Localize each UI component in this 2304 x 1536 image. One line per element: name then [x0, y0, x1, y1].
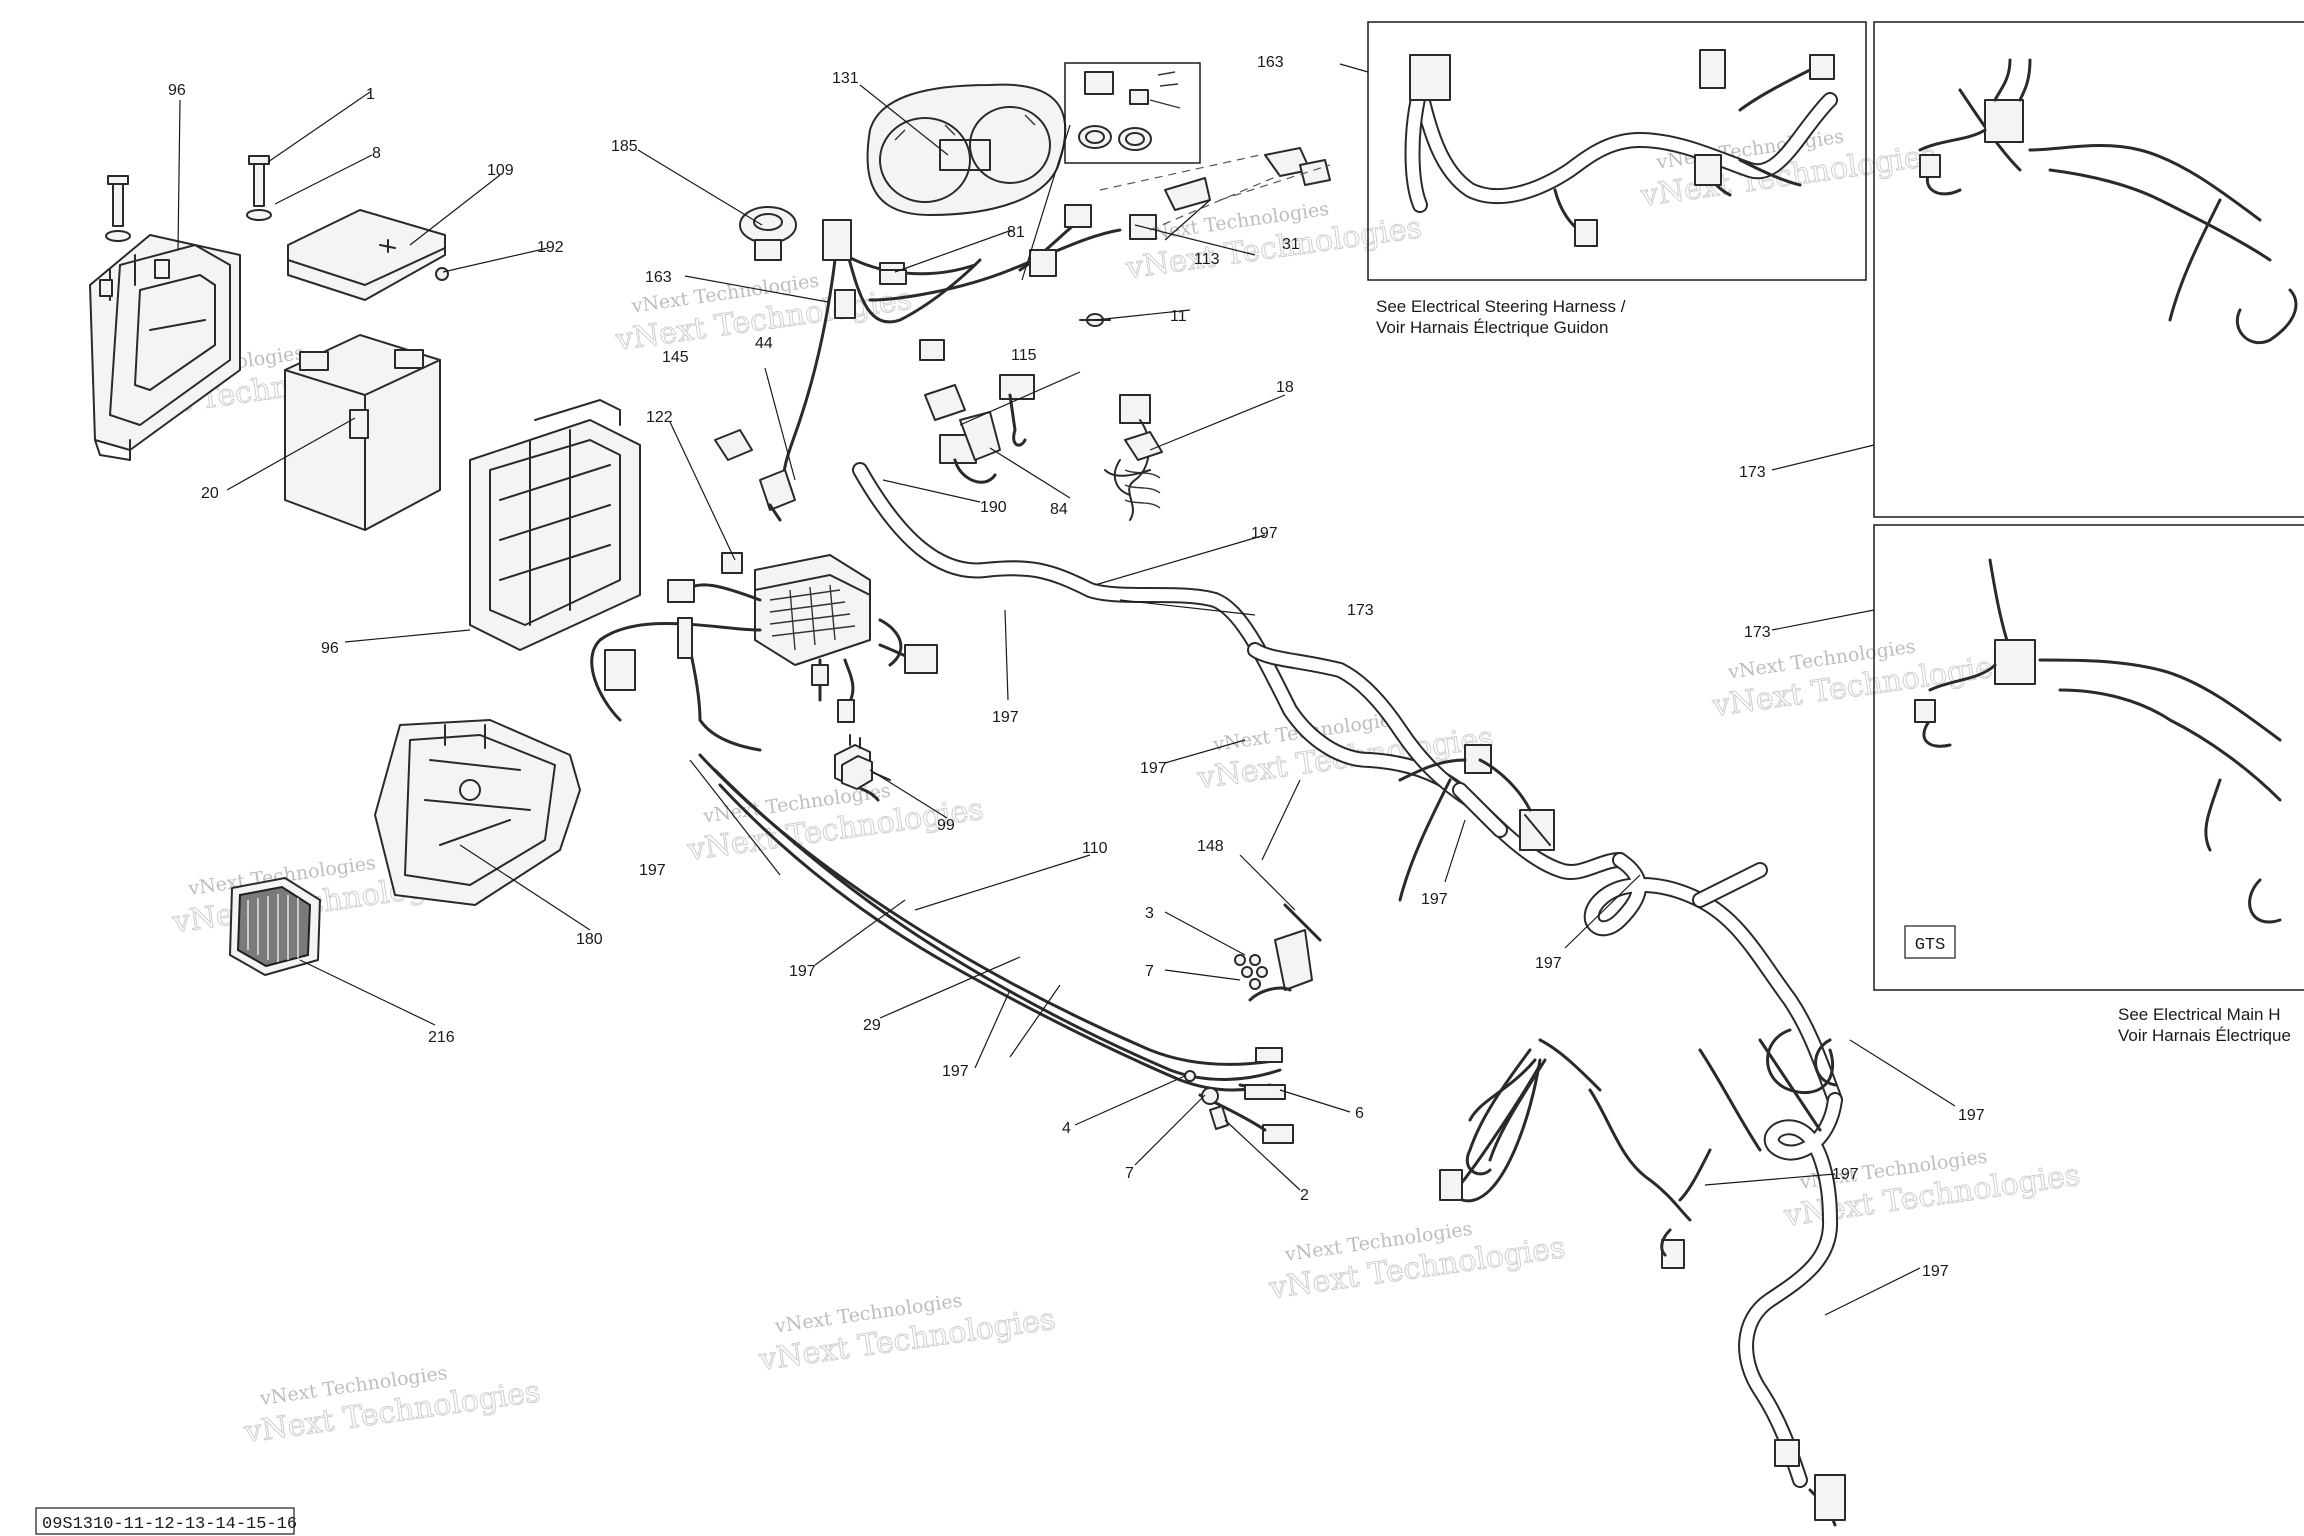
callout: 216	[428, 1029, 455, 1046]
main-note-line2: Voir Harnais Électrique	[2118, 1026, 2291, 1045]
callout: 99	[937, 817, 955, 834]
callout: 110	[1082, 840, 1108, 857]
callout: 197	[639, 862, 666, 879]
callout: 173	[1739, 464, 1766, 481]
callout: 185	[611, 138, 638, 155]
pressure-sensor	[841, 755, 891, 790]
steering-harness	[782, 147, 1331, 492]
fuse-box	[754, 554, 871, 666]
reference-code: 09S1310-11-12-13-14-15-16	[35, 1507, 297, 1535]
callout: 7	[1145, 963, 1154, 980]
main-note-line1: See Electrical Main H	[2118, 1005, 2281, 1024]
harness-loop-wires	[1439, 1038, 1846, 1527]
steering-note-line2: Voir Harnais Électrique Guidon	[1376, 318, 1608, 337]
connector-dashed-leads	[1099, 154, 1331, 231]
battery-retainer-bracket	[469, 399, 641, 651]
callout: 197	[1832, 1166, 1859, 1183]
gts-badge	[1904, 925, 1956, 959]
callout: 96	[321, 640, 339, 657]
battery-bolts	[105, 155, 449, 281]
callout: 2	[1300, 1187, 1309, 1204]
callout: 197	[1421, 891, 1448, 908]
callout: 113	[1194, 251, 1220, 268]
callout: 11	[1170, 308, 1187, 325]
callout: 96	[168, 82, 186, 99]
leader-lines	[177, 63, 1956, 1316]
callout: 197	[1535, 955, 1562, 972]
callout: 173	[1347, 602, 1374, 619]
callout: 31	[1282, 236, 1300, 253]
main-harness-inset-bottom: GTS	[1873, 524, 2304, 991]
callout: 6	[1355, 1105, 1364, 1122]
callout: 197	[1958, 1107, 1985, 1124]
reference-code-label: 09S1310-11-12-13-14-15-16	[42, 1515, 297, 1534]
callout: 109	[487, 162, 514, 179]
callout: 173	[1744, 624, 1771, 641]
battery	[284, 334, 441, 531]
main-harness	[852, 462, 1843, 1488]
gts-badge-label: GTS	[1915, 936, 1946, 955]
callout: 197	[1251, 525, 1278, 542]
electronic-module-support	[374, 719, 581, 906]
gauge-cluster	[866, 83, 1067, 216]
callout: 115	[1011, 347, 1037, 364]
callout: 197	[992, 709, 1019, 726]
battery-cover	[287, 209, 446, 301]
callout: 84	[1050, 501, 1068, 518]
battery-support-bracket	[89, 234, 241, 461]
callout: 122	[646, 409, 673, 426]
callout: 4	[1062, 1120, 1071, 1137]
callout: 145	[662, 349, 689, 366]
callout: 163	[1257, 54, 1284, 71]
callout: 197	[1922, 1263, 1949, 1280]
voltage-regulator	[229, 877, 321, 976]
callout: 163	[645, 269, 672, 286]
callout: 192	[537, 239, 564, 256]
callout: 197	[1140, 760, 1167, 777]
callout: 29	[863, 1017, 881, 1034]
callout: 197	[789, 963, 816, 980]
hardware-small-parts	[1184, 903, 1322, 1130]
callout: 197	[942, 1063, 969, 1080]
gauge-connector-kit-box	[1064, 62, 1201, 164]
callout: 18	[1276, 379, 1294, 396]
callout: 8	[372, 145, 381, 162]
callout: 7	[1125, 1165, 1134, 1182]
speaker	[739, 206, 797, 261]
steering-harness-inset	[1367, 21, 1867, 281]
inset-notes: See Electrical Steering Harness / Voir H…	[1376, 297, 2291, 1045]
callout: 44	[755, 335, 773, 352]
harness-loops	[1766, 1028, 1837, 1095]
callout: 81	[1007, 224, 1025, 241]
steering-note-line1: See Electrical Steering Harness /	[1376, 297, 1626, 316]
callout: 148	[1197, 838, 1224, 855]
callout: 131	[832, 70, 859, 87]
callout: 1	[366, 86, 375, 103]
relay-and-fuse-parts	[714, 384, 966, 522]
callout: 3	[1145, 905, 1154, 922]
callouts: 1 8 96 109 192 20 96 131 185 163 81 31 1…	[168, 54, 1985, 1280]
callout: 180	[576, 931, 603, 948]
callout: 190	[980, 499, 1007, 516]
key-lanyard	[1104, 431, 1163, 496]
callout: 20	[201, 485, 219, 502]
fuse-box-wiring	[590, 552, 938, 752]
main-harness-inset-top	[1873, 21, 2304, 518]
